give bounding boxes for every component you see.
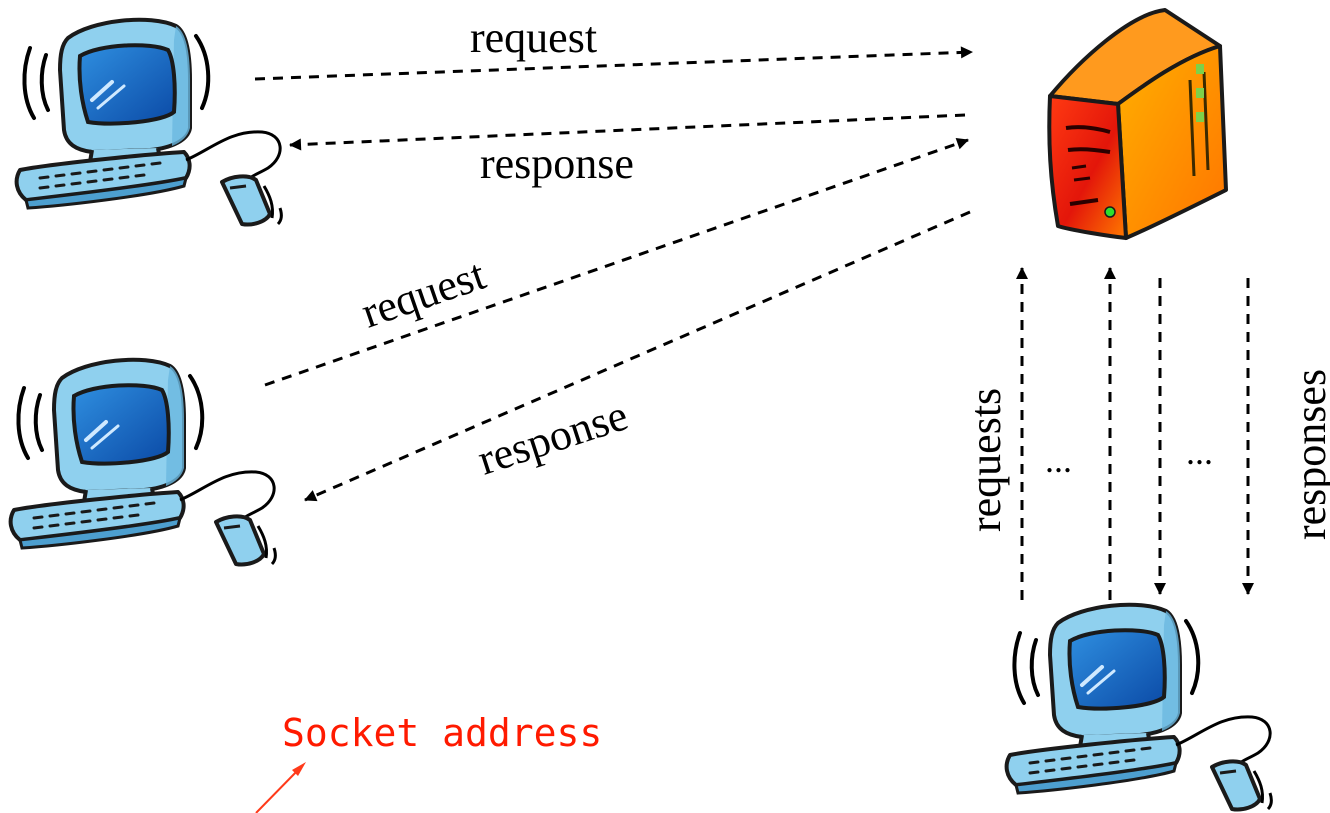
top-response-arrow bbox=[289, 113, 966, 151]
top-response-label: response bbox=[480, 139, 634, 188]
responses-ellipsis: ... bbox=[1186, 432, 1213, 472]
socket-address-label: Socket address bbox=[282, 711, 602, 755]
client-computer-icon bbox=[14, 17, 284, 227]
server-tower-icon bbox=[1047, 8, 1228, 240]
middle-request-label: request bbox=[355, 250, 491, 338]
requests-ellipsis: ... bbox=[1045, 440, 1072, 480]
top-request-label: request bbox=[470, 13, 597, 62]
requests-label: requests bbox=[961, 388, 1010, 532]
client-computer-icon bbox=[8, 357, 278, 567]
top-request-arrow bbox=[254, 46, 973, 81]
middle-response-label: response bbox=[472, 390, 634, 484]
middle-response-arrow bbox=[304, 210, 971, 502]
middle-request-arrow bbox=[264, 137, 969, 387]
socket-address-pointer bbox=[255, 762, 306, 813]
client-computer-icon bbox=[1004, 602, 1274, 812]
responses-label: responses bbox=[1286, 369, 1330, 540]
